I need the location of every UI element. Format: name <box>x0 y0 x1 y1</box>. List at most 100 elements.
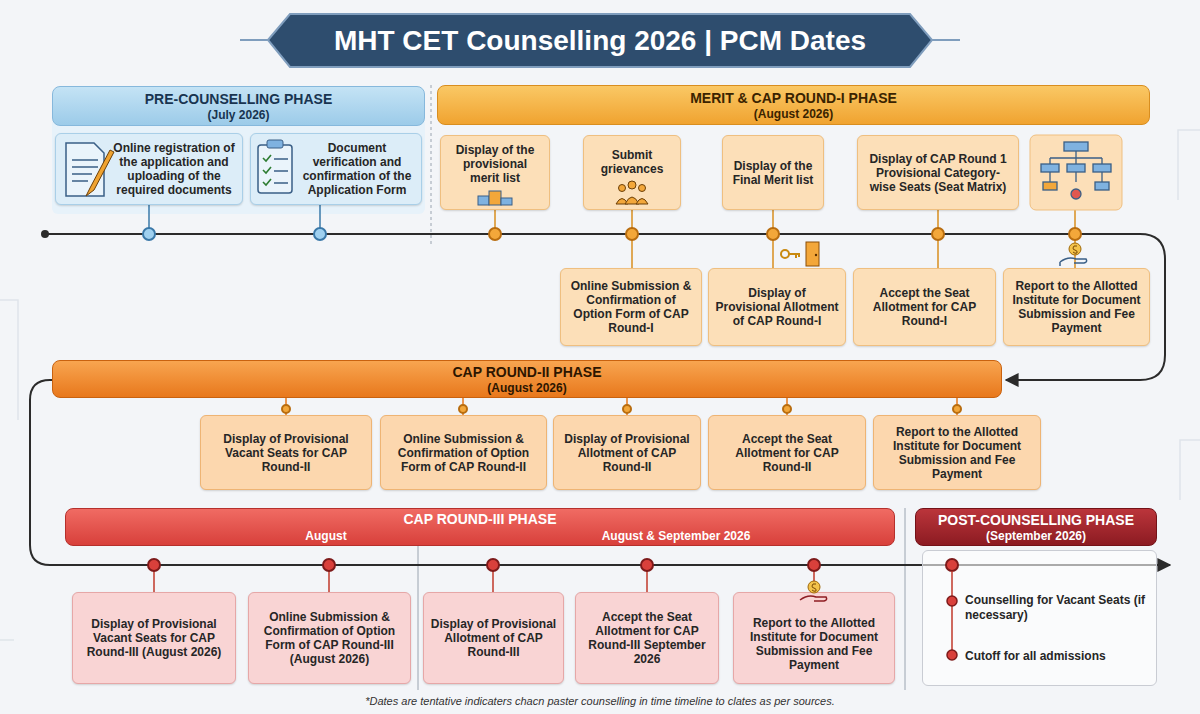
phase-band: CAP ROUND-III PHASEAugust August & Septem… <box>65 508 895 546</box>
timeline-dot <box>487 559 499 571</box>
phase-date: August & September 2026 <box>466 529 886 543</box>
step-text: Report to the Allotted Institute for Doc… <box>1010 279 1143 335</box>
icon-part <box>789 254 800 258</box>
step-box: Display of Provisional Vacant Seats for … <box>200 415 372 490</box>
timeline-dot <box>459 405 467 413</box>
phase-date: (August 2026) <box>487 381 566 395</box>
step-text: Display of CAP Round 1 Provisional Categ… <box>864 152 1012 194</box>
hand <box>1060 258 1087 266</box>
timeline-dot <box>148 559 160 571</box>
step-text: Display of the provisional merit list <box>447 143 543 185</box>
icon-part <box>1043 182 1057 190</box>
phase-heading: MERIT & CAP ROUND-I PHASE <box>690 90 897 107</box>
timeline-arrow <box>45 234 1165 380</box>
timeline-dot <box>953 405 961 413</box>
step-box: Display of Provisional Allotment of CAP … <box>423 592 564 684</box>
circuit-trace <box>1180 440 1200 500</box>
phase-divider <box>418 546 419 690</box>
diagram-title: MHT CET Counselling 2026 | PCM Dates <box>290 15 910 66</box>
icon-part <box>1064 142 1088 151</box>
timeline-dot <box>641 559 653 571</box>
step-box: Report to the Allotted Institute for Doc… <box>1003 268 1150 346</box>
timeline-dot <box>143 228 155 240</box>
timeline-dot <box>808 559 820 571</box>
timeline-dot <box>489 228 501 240</box>
icon-part <box>1095 182 1109 190</box>
phase-band: MERIT & CAP ROUND-I PHASE(August 2026) <box>437 85 1150 125</box>
icon-part <box>1067 164 1085 172</box>
step-text: Online Submission & Confirmation of Opti… <box>387 432 540 474</box>
coin <box>1069 243 1081 255</box>
circuit-trace <box>0 300 18 420</box>
step-text: Document verification and confirmation o… <box>299 141 415 197</box>
step-text: Accept the Seat Allotment for CAP Round-… <box>582 610 712 666</box>
step-box: Display of Provisional Allotment of CAP … <box>708 268 846 346</box>
key-door-icon <box>781 242 819 266</box>
phase-heading: CAP ROUND-III PHASE <box>66 509 894 528</box>
timeline-dot <box>314 228 326 240</box>
step-box: Display of CAP Round 1 Provisional Categ… <box>857 135 1019 210</box>
timeline-dot <box>1069 228 1081 240</box>
timeline-dot <box>767 228 779 240</box>
step-box: Accept the Seat Allotment for CAP Round-… <box>575 592 719 684</box>
footnote-caption: *Dates are tentative indicaters chacn pa… <box>0 695 1200 707</box>
icon-box <box>1030 135 1122 210</box>
step-box: Report to the Allotted Institute for Doc… <box>733 592 895 684</box>
phase-date: August <box>246 529 406 543</box>
circuit-trace <box>1178 130 1200 200</box>
timeline-start <box>41 230 49 238</box>
hand-coin-icon <box>1060 243 1087 266</box>
step-text: Display of Provisional Allotment of CAP … <box>715 286 839 328</box>
phase-band: CAP ROUND-II PHASE(August 2026) <box>52 360 1002 398</box>
phase-heading: POST-COUNSELLING PHASE <box>938 512 1134 529</box>
timeline-dot <box>623 405 631 413</box>
phase-date: (July 2026) <box>207 108 269 122</box>
phase-date: (September 2026) <box>986 529 1086 543</box>
step-box: Display of Provisional Vacant Seats for … <box>72 592 236 684</box>
coin-mark <box>812 584 816 592</box>
circuit-trace <box>0 639 14 641</box>
step-text: Cutoff for all admissions <box>965 649 1150 664</box>
step-text: Report to the Allotted Institute for Doc… <box>880 425 1034 481</box>
title-banner <box>268 14 932 67</box>
step-box: Display of the Final Merit list <box>722 135 824 210</box>
step-text: Accept the Seat Allotment for CAP Round-… <box>860 286 989 328</box>
step-text: Online Submission & Confirmation of Opti… <box>567 279 695 335</box>
step-text: Display of Provisional Allotment of CAP … <box>430 617 557 659</box>
step-box: Display of Provisional Allotment of CAP … <box>553 415 701 490</box>
flowchart-icon <box>1041 142 1111 199</box>
step-box: Online Submission & Confirmation of Opti… <box>248 592 411 684</box>
icon-part <box>781 250 789 258</box>
phase-band: PRE-COUNSELLING PHASE(July 2026) <box>52 86 425 126</box>
step-text: Accept the Seat Allotment for CAP Round-… <box>715 432 859 474</box>
coin-mark <box>1073 246 1077 254</box>
step-text: Report to the Allotted Institute for Doc… <box>740 616 888 672</box>
phase-divider <box>431 85 432 245</box>
banner-wing <box>932 39 960 41</box>
step-box: Accept the Seat Allotment for CAP Round-… <box>708 415 866 490</box>
step-box: Display of the provisional merit list <box>440 135 550 210</box>
timeline-dot <box>626 228 638 240</box>
step-text: Submit grievances <box>590 148 674 176</box>
timeline-dot <box>783 405 791 413</box>
icon-part <box>806 242 819 266</box>
timeline-dot <box>282 405 290 413</box>
phase-heading: PRE-COUNSELLING PHASE <box>145 91 332 108</box>
phase-divider <box>905 508 906 690</box>
icon-part <box>1093 164 1111 172</box>
step-box: Report to the Allotted Institute for Doc… <box>873 415 1041 490</box>
step-text: Display of Provisional Allotment of CAP … <box>560 432 694 474</box>
post-phase-panel: Counselling for Vacant Seats (if necessa… <box>922 550 1157 686</box>
icon-part <box>1050 151 1102 164</box>
phase-heading: CAP ROUND-II PHASE <box>452 364 601 381</box>
step-text: Display of Provisional Vacant Seats for … <box>207 432 365 474</box>
step-box: Document verification and confirmation o… <box>250 133 422 205</box>
step-text: Online Submission & Confirmation of Opti… <box>255 610 404 666</box>
step-box: Online registration of the application a… <box>55 133 243 205</box>
pre-phase-panel <box>52 118 425 214</box>
step-text: Online registration of the application a… <box>112 141 236 197</box>
icon-part <box>815 254 817 256</box>
icon-part <box>1041 164 1059 172</box>
timeline-arrow <box>30 380 1170 565</box>
